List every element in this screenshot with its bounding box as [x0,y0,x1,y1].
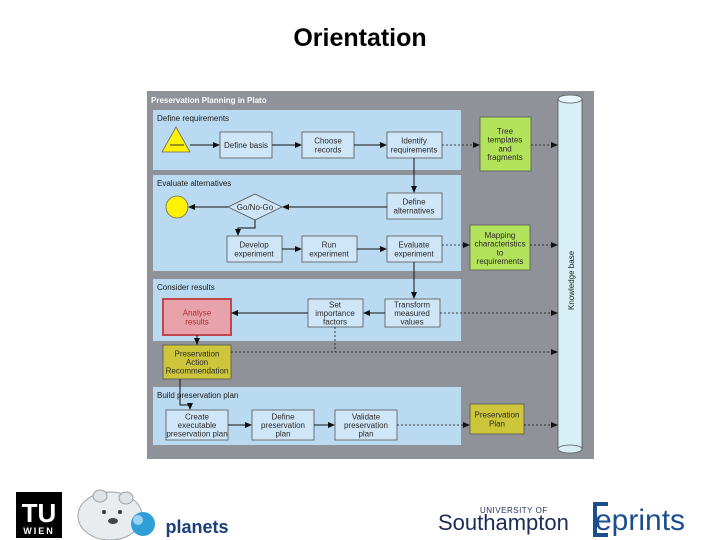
node-transform-values [384,298,441,328]
node-evaluate-experiment [386,235,443,263]
diagram-title: Preservation Planning in Plato [151,96,267,105]
knowledge-base-cylinder: Knowledge base [557,94,583,454]
node-define-plan [251,409,315,441]
node-go-no-go-label: Go/No-Go [237,203,274,212]
tu-wien-logo: TU WIEN [16,492,62,538]
tu-wien-logo-tu: TU [22,498,57,528]
go-no-go-result-circle-icon [165,195,189,219]
node-mapping [469,224,531,271]
section-consider-results-label: Consider results [157,283,215,292]
slide-title: Orientation [293,24,427,52]
flow-arrows [179,142,417,428]
node-analyse-results [162,298,232,336]
section-build-plan-label: Build preservation plan [157,391,238,400]
southampton-logo-text: Southampton [438,510,569,535]
node-develop-experiment [226,235,283,263]
planets-logo-text: planets [165,517,228,537]
southampton-logo-university-of: UNIVERSITY OF [480,506,548,515]
southampton-logo: UNIVERSITY OF Southampton [438,506,569,535]
warning-triangle-icon [161,126,191,153]
node-define-basis-label: Define basis [224,141,268,150]
node-choose-records [301,131,355,159]
node-recommendation [162,344,232,380]
knowledge-base-links [231,142,558,428]
node-define-alternatives [386,192,443,220]
section-evaluate-alternatives-label: Evaluate alternatives [157,179,231,188]
node-define-basis [219,131,273,159]
node-validate-plan [334,409,398,441]
eprints-logo-text: eprints [595,504,685,537]
node-create-plan [165,409,229,441]
node-run-experiment [301,235,358,263]
node-tree-templates [479,116,532,172]
planets-logo: planets [77,489,229,540]
eprints-logo: eprints [593,502,685,537]
section-define-requirements-label: Define requirements [157,114,229,123]
tu-wien-logo-wien: WIEN [23,526,55,536]
node-identify-requirements [386,131,443,159]
node-preservation-plan [469,403,525,435]
knowledge-base-label: Knowledge base [567,250,576,310]
